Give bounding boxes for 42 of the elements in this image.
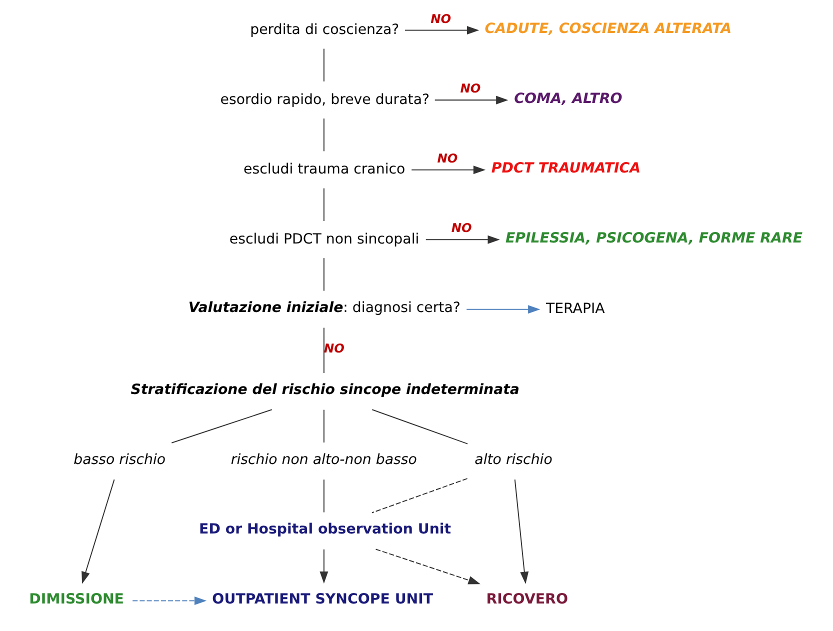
- node-text: alto rischio: [474, 452, 552, 468]
- connector: [372, 409, 468, 444]
- node-text: rischio non alto-non basso: [230, 452, 417, 468]
- edge-label: NO: [430, 12, 452, 26]
- node-text: Valutazione iniziale: diagnosi certa?: [188, 300, 460, 316]
- node-text: escludi PDCT non sincopali: [229, 231, 420, 248]
- node-text: basso rischio: [74, 452, 166, 468]
- arrow: [376, 548, 480, 584]
- connector: [323, 118, 324, 152]
- node-text: PDCT TRAUMATICA: [491, 160, 641, 177]
- connector: [323, 188, 324, 221]
- arrow: [466, 305, 540, 314]
- node-text: CADUTE, COSCIENZA ALTERATA: [484, 21, 732, 38]
- connector: [323, 258, 324, 291]
- node-text: perdita di coscienza?: [250, 22, 400, 38]
- arrow: [514, 480, 529, 584]
- arrow: [132, 596, 207, 605]
- connector: [323, 480, 324, 512]
- arrow: [82, 479, 115, 584]
- arrow: [426, 235, 500, 244]
- edge-label: NO: [460, 82, 481, 96]
- node-text: esordio rapido, breve durata?: [220, 92, 430, 108]
- connector: [323, 410, 324, 442]
- node-text: DIMISSIONE: [29, 591, 124, 608]
- node-text: TERAPIA: [546, 301, 605, 318]
- connector: [171, 409, 272, 444]
- node-text: COMA, ALTRO: [514, 90, 622, 107]
- connector: [323, 328, 324, 374]
- arrow: [412, 166, 486, 174]
- edge-label: NO: [451, 221, 472, 236]
- arrow: [434, 96, 508, 104]
- connector: [372, 478, 468, 514]
- node-text: RICOVERO: [486, 591, 568, 608]
- node-text: Stratificazione del rischio sincope indeterminata: [130, 382, 520, 398]
- node-text: EPILESSIA, PSICOGENA, FORME RARE: [506, 230, 803, 246]
- node-text: ED or Hospital observation Unit: [199, 522, 452, 538]
- connector: [323, 48, 324, 82]
- arrow: [405, 26, 480, 35]
- node-text: escludi trauma cranico: [244, 162, 406, 178]
- arrow: [320, 549, 328, 584]
- edge-label: NO: [437, 151, 458, 166]
- node-text: OUTPATIENT SYNCOPE UNIT: [212, 591, 434, 608]
